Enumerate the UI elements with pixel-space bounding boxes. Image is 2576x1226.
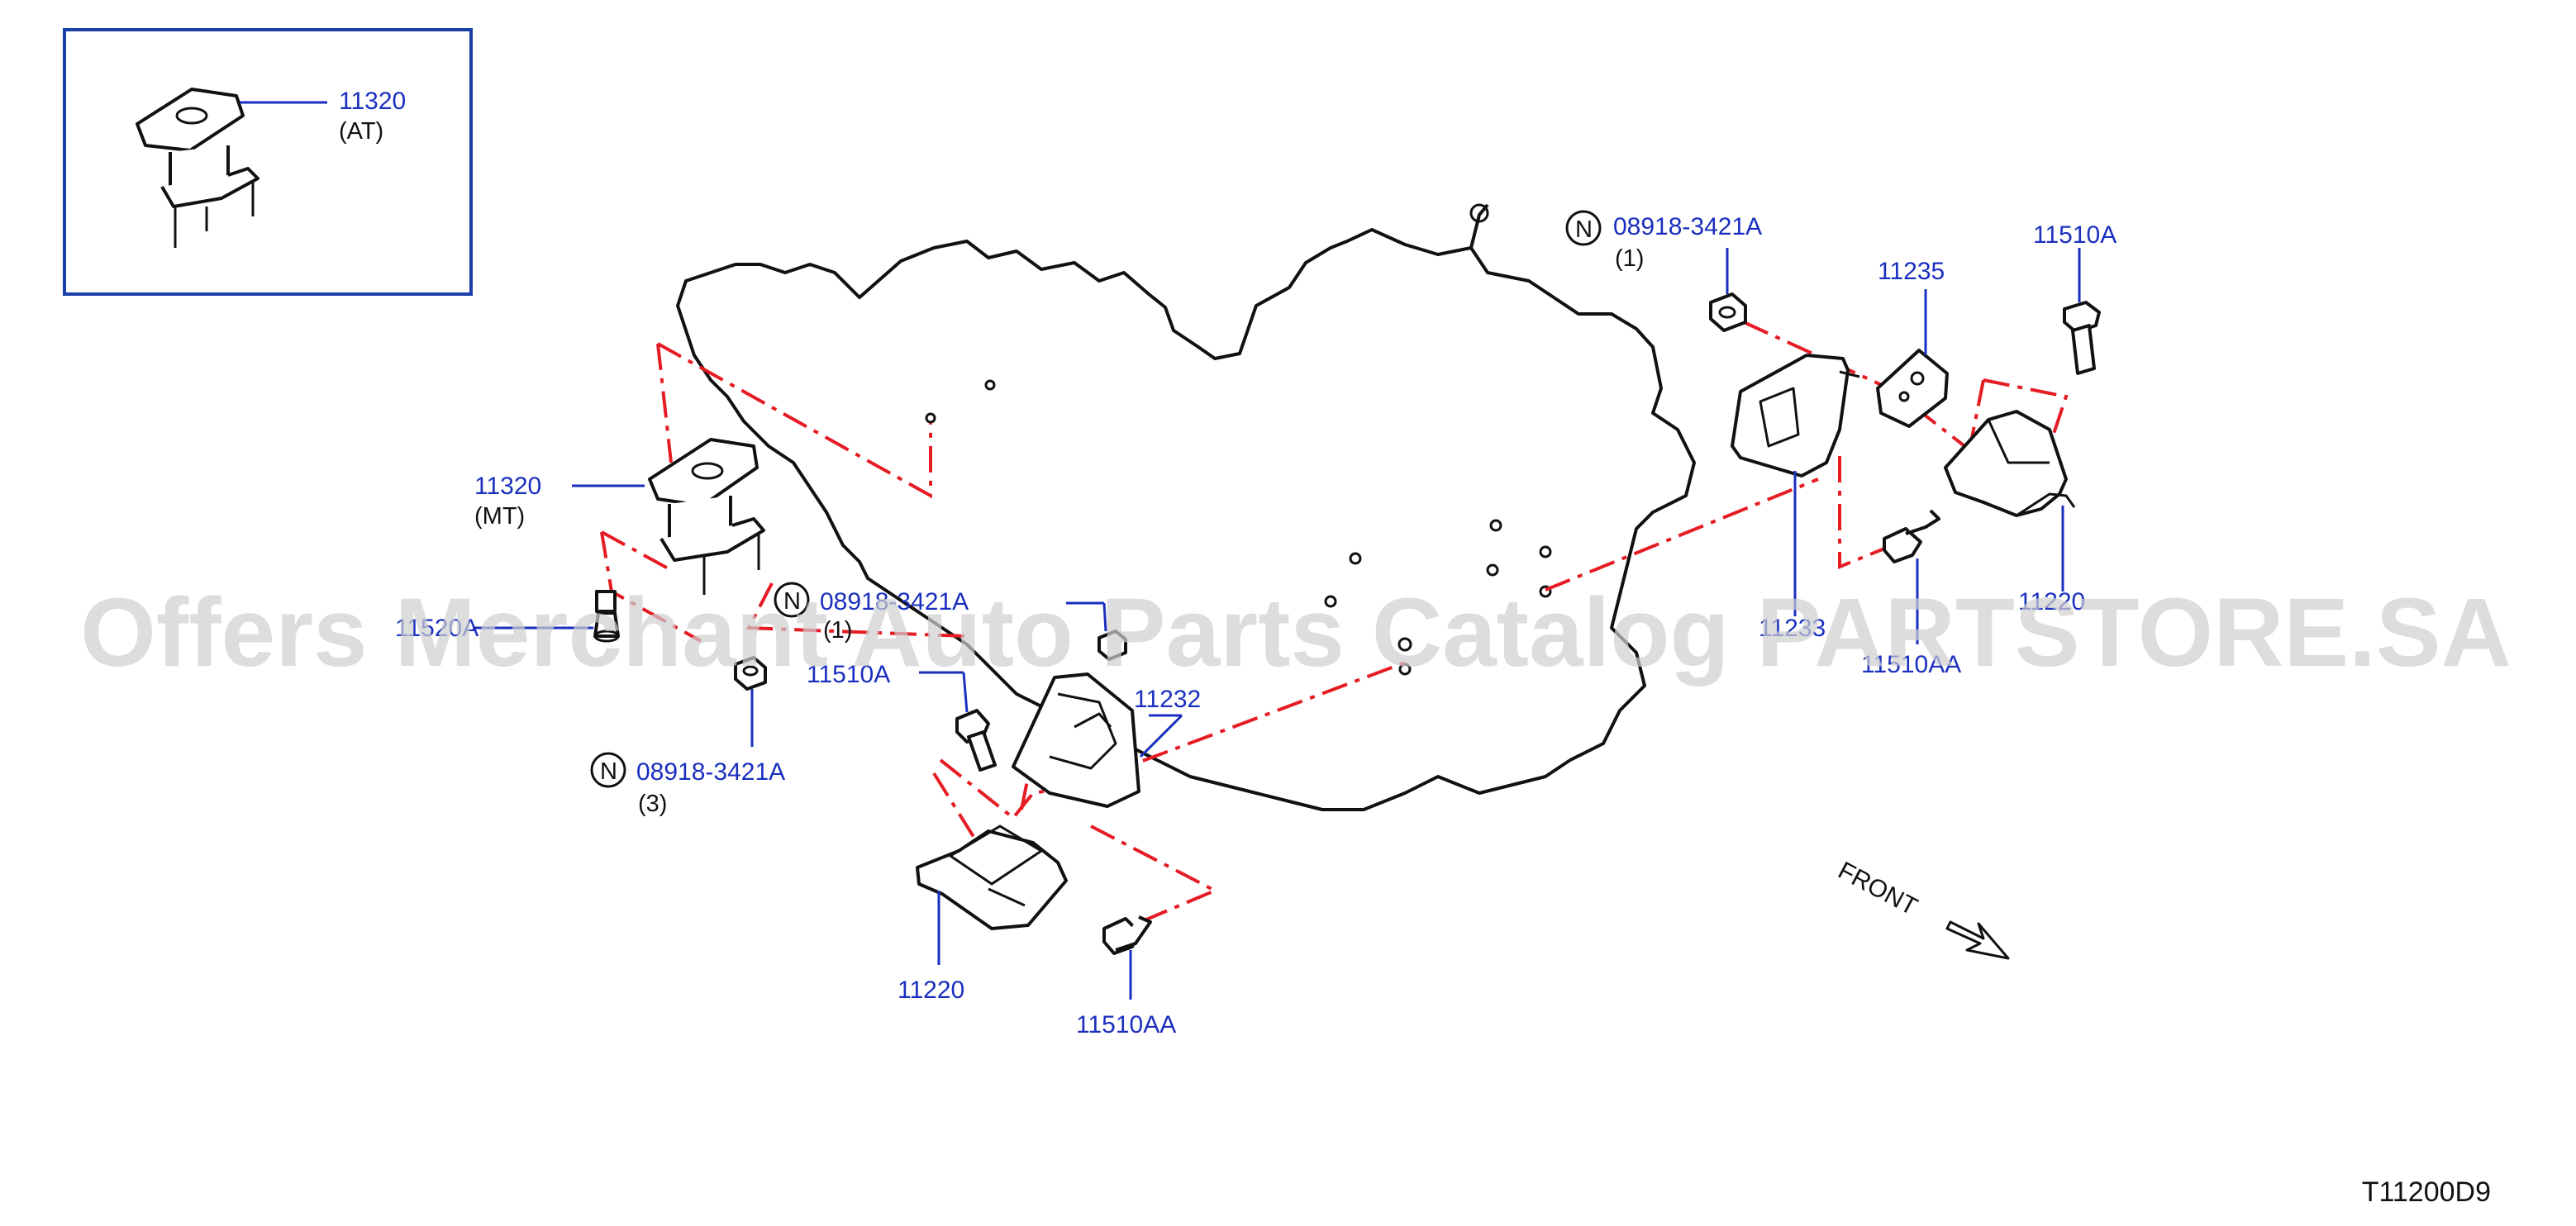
callout-nut-left-b-part[interactable]: 08918-3421A: [636, 758, 785, 786]
callout-bolt-center-lower-part[interactable]: 11510AA: [1076, 1011, 1176, 1038]
bracket-11232-drawing: [1012, 672, 1140, 808]
callout-nut-left-b-prefix: N: [600, 758, 617, 785]
bolt-center-lower-drawing: [1102, 915, 1152, 955]
callout-nut-left-a-note: (1): [823, 617, 852, 644]
front-label: FRONT: [1834, 857, 1922, 921]
new-part-badge-left-b: [590, 752, 626, 788]
engine-block-outline: [676, 203, 1696, 811]
callout-mount-mt-part[interactable]: 11320: [474, 473, 541, 500]
nut-center-drawing: [1098, 630, 1127, 661]
callout-nut-right-note: (1): [1615, 245, 1644, 272]
callout-bracket-center-part[interactable]: 11232: [1134, 686, 1201, 713]
inset-at-mount: 11320 (AT): [63, 28, 473, 296]
new-part-badge-right: [1565, 210, 1602, 246]
callout-bolt-right-part[interactable]: 11510A: [2033, 221, 2117, 249]
front-direction-indicator: FRONT: [1834, 857, 2010, 960]
mt-mount-drawing: [648, 438, 765, 595]
callout-bolt-right-lower-part[interactable]: 11510AA: [1861, 651, 1961, 678]
mount-11220-center-drawing: [916, 824, 1068, 930]
inset-part-number[interactable]: 11320: [339, 88, 406, 115]
diagram-code: T11200D9: [2362, 1176, 2491, 1208]
callout-nut-right-part[interactable]: 08918-3421A: [1613, 213, 1762, 240]
inset-variant-note: (AT): [339, 118, 383, 145]
callout-bracket-small-part[interactable]: 11235: [1878, 258, 1945, 285]
bracket-11235-drawing: [1876, 349, 1949, 428]
inset-mount-drawing: [136, 88, 260, 248]
bolt-center-drawing: [955, 709, 997, 772]
callout-bracket-right-part[interactable]: 11233: [1759, 615, 1826, 642]
leader-lines: [473, 248, 2081, 1000]
callout-mount-right-part[interactable]: 11220: [2018, 588, 2085, 615]
inset-frame: [63, 28, 473, 296]
stud-left-drawing: [593, 590, 620, 643]
callout-nut-left-b-note: (3): [638, 791, 667, 817]
callout-mount-center-part[interactable]: 11220: [898, 977, 964, 1004]
callout-mount-mt-note: (MT): [474, 503, 525, 530]
callouts: 11320 (MT) 11520A N 08918-3421A (1) N 08…: [395, 210, 2117, 1038]
bracket-11233-drawing: [1731, 354, 1860, 478]
watermark-text: Offers Merchant Auto Parts Catalog PARTS…: [80, 578, 2512, 687]
callout-nut-left-a-prefix: N: [783, 588, 801, 615]
callout-nut-right-prefix: N: [1575, 216, 1593, 243]
callout-bolt-center-part[interactable]: 11510A: [807, 661, 890, 688]
callout-nut-left-a-part[interactable]: 08918-3421A: [820, 588, 969, 615]
new-part-badge-left-a: [774, 582, 810, 618]
nut-right-drawing: [1709, 292, 1747, 332]
front-arrow-icon: [1945, 920, 2010, 960]
bolt-right-lower-drawing: [1883, 509, 1940, 563]
mount-11220-right-drawing: [1944, 410, 2076, 517]
bolt-right-drawing: [2063, 301, 2101, 375]
nut-left-drawing: [734, 656, 767, 691]
callout-stud-left-part[interactable]: 11520A: [395, 615, 479, 642]
